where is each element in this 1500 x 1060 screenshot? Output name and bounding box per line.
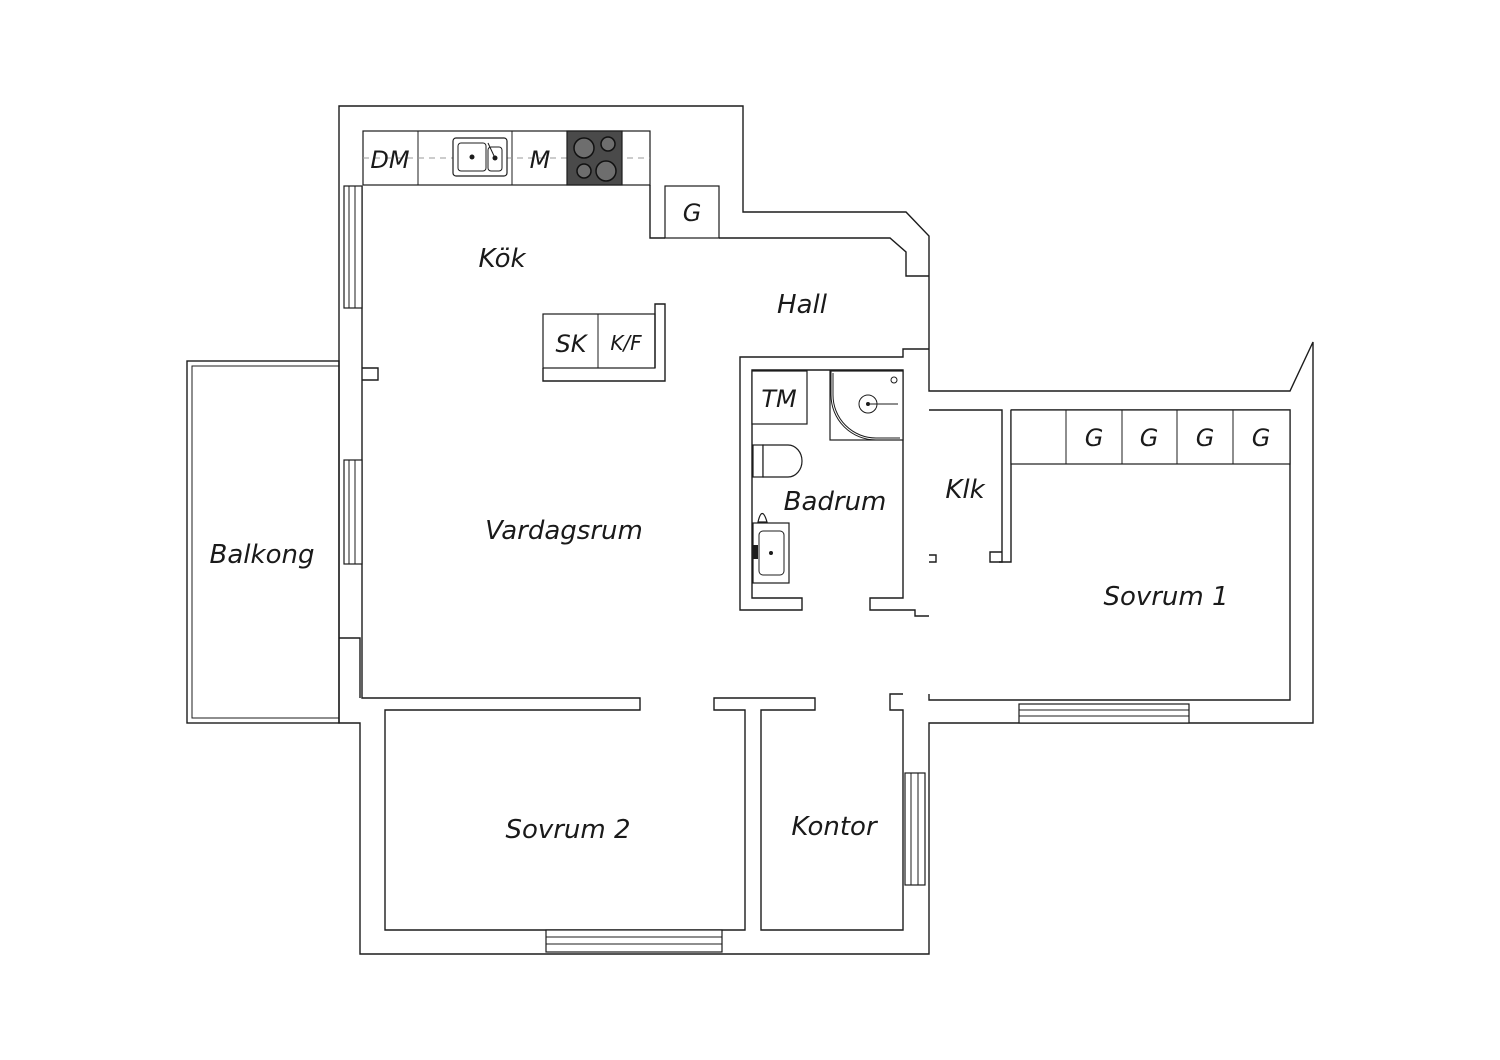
fridge-freezer-unit: SK K/F bbox=[542, 303, 666, 382]
room-label-balkong: Balkong bbox=[210, 540, 315, 570]
room-label-klk: Klk bbox=[945, 475, 985, 505]
fridge-freezer-label: K/F bbox=[610, 331, 642, 355]
washbasin-icon bbox=[752, 512, 790, 584]
wardrobe-label: G bbox=[1196, 424, 1215, 452]
stove-icon bbox=[566, 130, 623, 186]
wardrobe-label: G bbox=[1140, 424, 1159, 452]
wardrobe-label: G bbox=[1085, 424, 1104, 452]
hall-wardrobe: G bbox=[664, 185, 720, 239]
sovrum1-wardrobes: G G G G bbox=[1010, 409, 1291, 465]
room-label-kok: Kök bbox=[478, 244, 526, 274]
room-label-vardagsrum: Vardagsrum bbox=[485, 516, 643, 546]
room-label-badrum: Badrum bbox=[784, 487, 887, 517]
dishwasher-label: DM bbox=[370, 146, 409, 174]
dryer: TM bbox=[751, 370, 808, 425]
room-labels: Kök Hall Vardagsrum Balkong Badrum Klk S… bbox=[210, 244, 1229, 845]
toilet-icon bbox=[752, 444, 803, 478]
hall-wardrobe-label: G bbox=[683, 199, 702, 227]
room-label-hall: Hall bbox=[777, 290, 828, 320]
wardrobe-label: G bbox=[1252, 424, 1271, 452]
windows bbox=[343, 185, 1190, 953]
microwave: M bbox=[530, 146, 551, 174]
room-label-kontor: Kontor bbox=[791, 812, 879, 842]
shower-icon bbox=[829, 370, 904, 441]
sink-icon bbox=[452, 137, 508, 177]
room-label-sovrum1: Sovrum 1 bbox=[1103, 582, 1228, 612]
balcony bbox=[186, 360, 340, 724]
fridge-label: SK bbox=[556, 330, 589, 358]
microwave-label: M bbox=[530, 146, 551, 174]
outer-wall bbox=[338, 105, 1314, 955]
dryer-label: TM bbox=[761, 385, 797, 413]
dishwasher: DM bbox=[370, 146, 409, 174]
room-label-sovrum2: Sovrum 2 bbox=[505, 815, 630, 845]
